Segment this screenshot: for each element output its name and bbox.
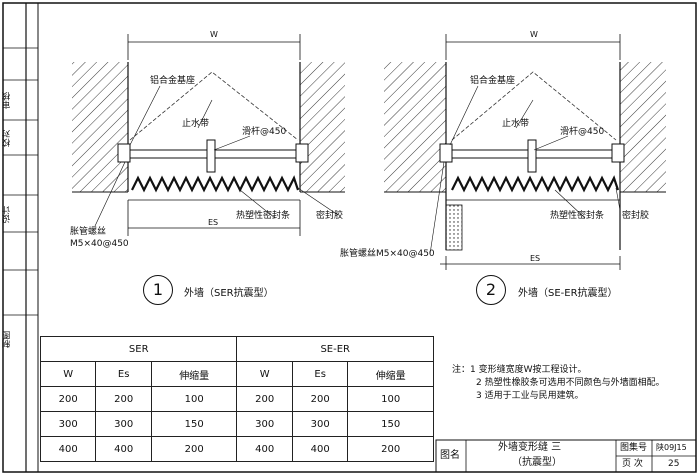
detail2-w-dim: W: [530, 30, 538, 39]
table-row: 400 400 200 400 400 200: [39, 436, 434, 462]
sidebar-design-label: 设计: [2, 206, 12, 224]
detail1-screw-label: 胀管螺丝: [70, 227, 107, 237]
table-cell: 200: [236, 386, 293, 412]
table-cell: 150: [150, 411, 238, 437]
detail1-rod-label: 滑杆@450: [242, 127, 287, 137]
detail1-screw-spec: M5×40@450: [70, 239, 129, 249]
table-cell: 300: [236, 411, 293, 437]
detail1-water-label: 止水带: [182, 119, 210, 129]
detail1-w-dim: W: [210, 30, 218, 39]
table-cell: 400: [236, 436, 293, 462]
detail1-sealant-label: 密封胶: [316, 211, 344, 221]
titleblock-title-line1: 外墙变形缝 三: [498, 442, 562, 453]
titleblock-set-label: 图集号: [620, 443, 648, 453]
table-row: 200 200 100 200 200 100: [39, 386, 434, 412]
sidebar-review-label: 审核: [2, 92, 12, 110]
titleblock-page-label: 页 次: [622, 459, 643, 469]
table-cell: 300: [39, 411, 97, 437]
detail-1-graphic: [72, 34, 345, 236]
table-header: 伸缩量: [150, 361, 238, 387]
table-header: W: [236, 361, 293, 387]
titleblock-page-value: 25: [668, 459, 680, 469]
notes-lead: 注：: [452, 365, 471, 375]
detail2-es-dim: ES: [530, 254, 541, 263]
table-group-seer: SE-ER: [236, 336, 434, 362]
titleblock-set-value: 陕09J15: [656, 443, 687, 452]
table-cell: 100: [150, 386, 238, 412]
detail2-seal-strip-label: 热塑性密封条: [550, 211, 605, 221]
sidebar-check-label: 校对: [2, 130, 12, 148]
titleblock-title-line2: （抗震型）: [512, 457, 562, 468]
table-cell: 200: [347, 436, 434, 462]
detail2-screw-spec: 胀管螺丝M5×40@450: [340, 249, 435, 259]
note-item: 2 热塑性橡胶条可选用不同颜色与外墙面相配。: [476, 378, 665, 388]
detail2-water-label: 止水带: [502, 119, 530, 129]
table-cell: 200: [39, 386, 97, 412]
table-cell: 200: [150, 436, 238, 462]
note-item: 1 变形缝宽度W按工程设计。: [470, 365, 587, 375]
detail-2-graphic: [384, 34, 666, 270]
table-cell: 400: [39, 436, 97, 462]
detail1-number: 1: [143, 275, 173, 305]
table-cell: 100: [347, 386, 434, 412]
table-header: 伸缩量: [347, 361, 434, 387]
table-group-ser: SER: [39, 336, 238, 362]
table-header-row: W Es 伸缩量 W Es 伸缩量: [39, 361, 434, 387]
table-cell: 400: [291, 436, 349, 462]
table-cell: 300: [291, 411, 349, 437]
table-cell: 200: [291, 386, 349, 412]
table-cell: 300: [95, 411, 152, 437]
table-row: 300 300 150 300 300 150: [39, 411, 434, 437]
note-item: 3 适用于工业与民用建筑。: [476, 391, 584, 401]
detail1-es-dim: ES: [208, 218, 219, 227]
notes-block: 注：1 变形缝宽度W按工程设计。 2 热塑性橡胶条可选用不同颜色与外墙面相配。 …: [452, 364, 665, 403]
detail2-number: 2: [476, 275, 506, 305]
table-header: W: [39, 361, 97, 387]
detail1-caption: 外墙（SER抗震型）: [184, 288, 274, 299]
sidebar-drafting-label: 制图: [2, 331, 12, 349]
titleblock-name-label: 图名: [440, 450, 460, 461]
detail2-caption: 外墙（SE-ER抗震型）: [518, 288, 618, 299]
table-cell: 200: [95, 386, 152, 412]
table-header: Es: [95, 361, 152, 387]
detail2-sealant-label: 密封胶: [622, 211, 650, 221]
table-cell: 150: [347, 411, 434, 437]
detail2-rod-label: 滑杆@450: [560, 127, 605, 137]
table-cell: 400: [95, 436, 152, 462]
detail1-base-label: 铝合金基座: [150, 76, 196, 86]
table-header: Es: [291, 361, 349, 387]
detail1-seal-strip-label: 热塑性密封条: [236, 211, 291, 221]
detail2-base-label: 铝合金基座: [470, 76, 516, 86]
spec-table: SER SE-ER W Es 伸缩量 W Es 伸缩量 200 200 100 …: [39, 336, 434, 462]
